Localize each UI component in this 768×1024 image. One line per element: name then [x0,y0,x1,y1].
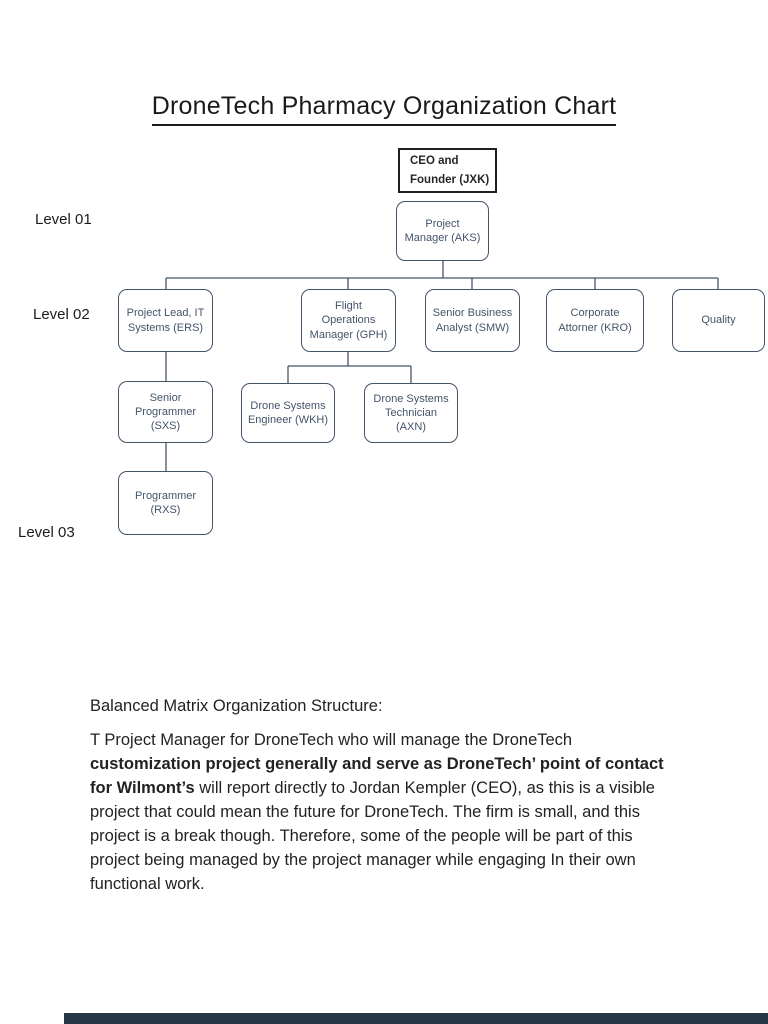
title-wrap: DroneTech Pharmacy Organization Chart [0,92,768,126]
body-paragraph: T Project Manager for DroneTech who will… [90,731,664,893]
org-node-flight-operations-manager: Flight Operations Manager (GPH) [301,289,396,352]
org-node-label: Drone Systems Technician (AXN) [373,392,449,434]
org-node-project-manager: Project Manager (AKS) [396,201,489,261]
body-text-block: Balanced Matrix Organization Structure: … [90,694,672,896]
org-connectors [165,261,719,471]
footer-bar [64,1013,768,1024]
org-node-label: Flight Operations Manager (GPH) [309,300,388,341]
body-heading: Balanced Matrix Organization Structure: [90,697,383,715]
org-node-senior-business-analyst: Senior Business Analyst (SMW) [425,289,520,352]
org-node-label: Quality [701,314,736,327]
org-node-label: Senior Programmer (SXS) [134,391,197,433]
org-node-drone-systems-engineer: Drone Systems Engineer (WKH) [241,383,335,443]
org-node-label: Programmer (RXS) [134,489,197,516]
org-node-quality: Quality [672,289,765,352]
level-01-label: Level 01 [35,211,92,228]
org-node-senior-programmer: Senior Programmer (SXS) [118,381,213,443]
org-node-label: Corporate Attorner (KRO) [558,307,632,334]
org-node-drone-systems-technician: Drone Systems Technician (AXN) [364,383,458,443]
org-node-label: CEO and Founder (JXK) [410,155,490,186]
page-title: DroneTech Pharmacy Organization Chart [151,92,617,126]
level-03-label: Level 03 [18,524,75,541]
org-node-programmer: Programmer (RXS) [118,471,213,535]
org-node-corporate-attorner: Corporate Attorner (KRO) [546,289,644,352]
org-node-label: Project Lead, IT Systems (ERS) [126,307,205,334]
org-node-label: Senior Business Analyst (SMW) [432,307,513,334]
org-node-label: Project Manager (AKS) [404,217,481,244]
org-node-project-lead-it: Project Lead, IT Systems (ERS) [118,289,213,352]
level-02-label: Level 02 [33,306,90,323]
org-chart: CEO and Founder (JXK) Project Manager (A… [18,148,765,541]
org-node-ceo-founder: CEO and Founder (JXK) [398,148,497,193]
org-node-label: Drone Systems Engineer (WKH) [247,399,329,426]
